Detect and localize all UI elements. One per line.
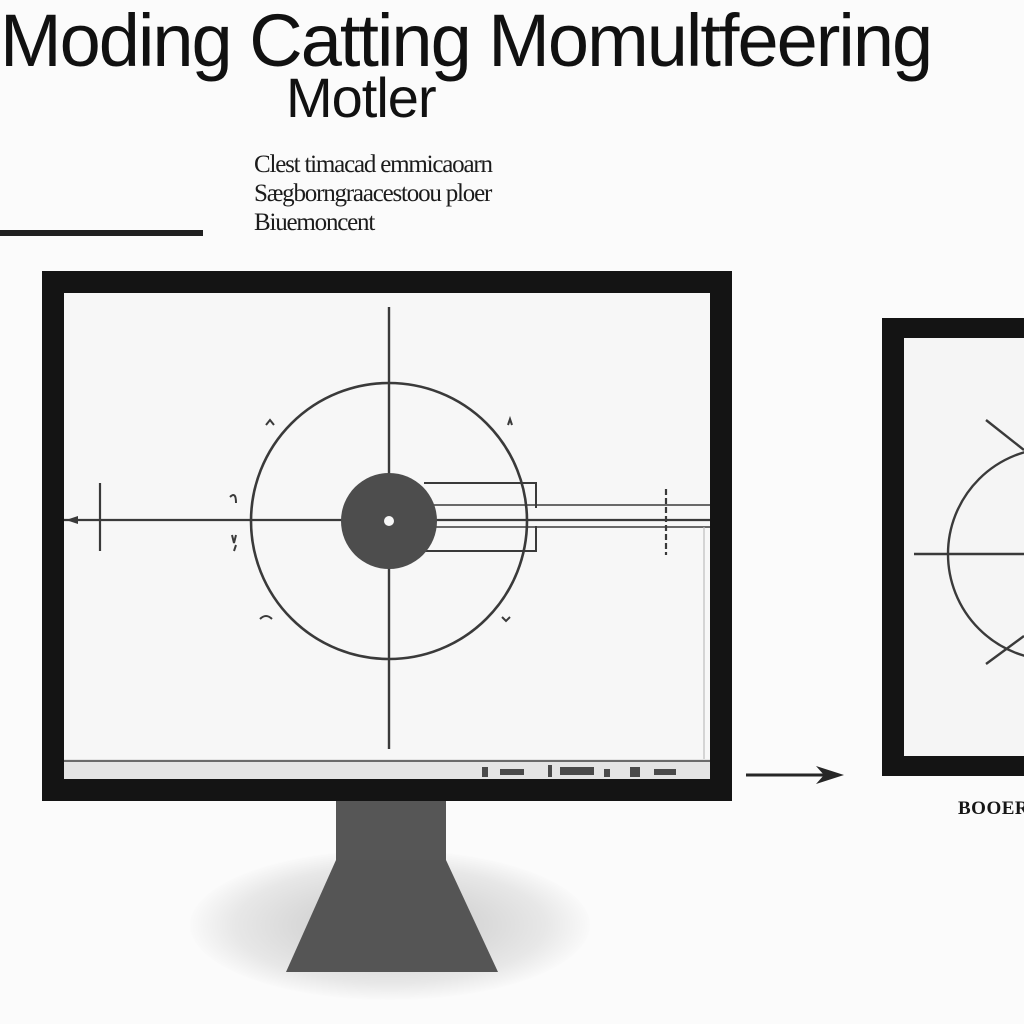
taskbar-icons [482, 765, 676, 777]
secondary-target-icon [914, 419, 1024, 665]
mark-left-lower [231, 534, 237, 552]
monitor-stand [286, 800, 498, 972]
description-line-3: Biuemoncent [254, 209, 375, 236]
mark-lower-right [501, 616, 511, 623]
secondary-lower-diagonal [985, 635, 1024, 665]
description-line-1: Clest timacad emmicaoarn [254, 151, 493, 178]
crosshair-target-icon [64, 307, 710, 779]
secondary-monitor-screen [904, 338, 1024, 756]
outer-circle [249, 381, 529, 661]
description-text: Clest timacad emmicaoarn Sægborngraacest… [254, 150, 584, 237]
target-center-dot [384, 516, 394, 526]
mark-left-upper [229, 494, 237, 504]
main-monitor [42, 271, 732, 801]
lower-bracket [424, 526, 537, 552]
mark-upper-left [265, 418, 275, 426]
page-title: Moding Catting Momultfeering [0, 0, 933, 82]
right-arrow-icon [746, 766, 844, 784]
secondary-upper-diagonal [985, 419, 1024, 451]
accent-divider [0, 230, 203, 236]
stand-base [286, 860, 498, 972]
upper-bracket [424, 482, 537, 508]
page-subtitle-word: Motler [286, 66, 437, 129]
mark-upper-right [507, 415, 513, 426]
stand-neck [336, 800, 446, 862]
mark-lower-left [259, 615, 273, 620]
left-arrowhead [66, 516, 78, 524]
description-line-2: Sægborngraacestoou ploer [254, 180, 492, 207]
secondary-monitor [882, 318, 1024, 776]
main-monitor-screen [64, 293, 710, 779]
secondary-caption: BOOER [958, 798, 1024, 819]
